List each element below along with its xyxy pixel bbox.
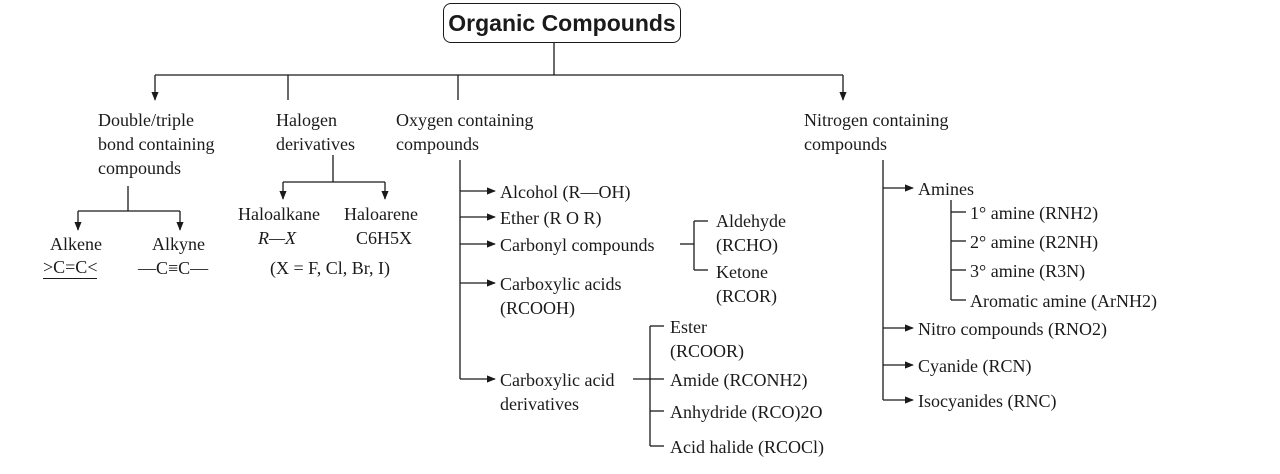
alkene-formula: >C=C<: [43, 257, 98, 279]
haloarene-label: Haloarene: [344, 204, 418, 224]
alkyne-label: Alkyne: [152, 234, 205, 254]
diagram-title: Organic Compounds: [448, 9, 676, 36]
aromatic-amine-label: Aromatic amine (ArNH2): [970, 291, 1157, 311]
carboxylic-acids-label: Carboxylic acids (RCOOH): [500, 274, 622, 318]
cyanide-label: Cyanide (RCN): [918, 356, 1032, 376]
amines-label: Amines: [918, 179, 974, 199]
nitro-compounds-label: Nitro compounds (RNO2): [918, 319, 1107, 339]
title-box: Organic Compounds: [443, 3, 681, 43]
primary-amine-label: 1° amine (RNH2): [970, 203, 1099, 223]
haloarene-formula: C6H5X: [356, 228, 413, 248]
ester-label: Ester (RCOOR): [670, 317, 745, 361]
anhydride-label: Anhydride (RCO)2O: [670, 402, 823, 422]
category-double-triple-bond: Double/triple bond containing compounds: [98, 110, 215, 178]
acid-halide-label: Acid halide (RCOCl): [670, 437, 824, 457]
carboxylic-acid-derivatives-label: Carboxylic acid derivatives: [500, 370, 615, 414]
tertiary-amine-label: 3° amine (R3N): [970, 261, 1086, 281]
haloalkane-formula: R—X: [258, 228, 296, 248]
category-nitrogen-containing: Nitrogen containing compounds: [804, 110, 949, 154]
carbonyl-compounds-label: Carbonyl compounds: [500, 235, 655, 255]
alcohol-label: Alcohol (R—OH): [500, 182, 631, 202]
ether-label: Ether (R O R): [500, 208, 602, 228]
category-oxygen-containing: Oxygen containing compounds: [396, 110, 534, 154]
amide-label: Amide (RCONH2): [670, 370, 808, 390]
aldehyde-label: Aldehyde (RCHO): [716, 211, 786, 255]
halogen-note: (X = F, Cl, Br, I): [270, 258, 390, 278]
secondary-amine-label: 2° amine (R2NH): [970, 232, 1099, 252]
ketone-label: Ketone (RCOR): [716, 262, 778, 306]
category-halogen-derivatives: Halogen derivatives: [276, 110, 355, 154]
haloalkane-label: Haloalkane: [238, 204, 320, 224]
isocyanides-label: Isocyanides (RNC): [918, 391, 1057, 411]
alkene-label: Alkene: [50, 234, 102, 254]
alkyne-formula: —C≡C—: [138, 258, 209, 278]
